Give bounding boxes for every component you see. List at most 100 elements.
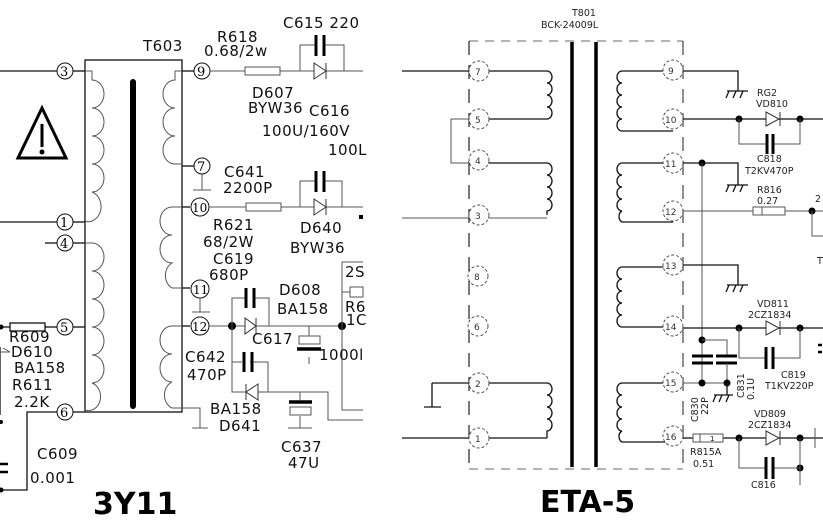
d610-label: D610 — [11, 343, 53, 361]
c830-capacitor — [692, 354, 713, 365]
r621-value: 68/2W — [203, 233, 254, 251]
t801-coil — [616, 162, 673, 223]
wire — [683, 363, 728, 384]
junction-dot — [0, 487, 4, 493]
c830-label: C830 — [690, 397, 701, 422]
svg-text:10: 10 — [192, 201, 207, 215]
c831-label: C831 — [736, 373, 747, 398]
t801-coil — [616, 382, 673, 443]
c816-label-cut: C816 — [751, 480, 776, 491]
c642-value: 470P — [187, 366, 227, 384]
c641-capacitor — [314, 171, 326, 192]
pin-11: 11 — [662, 152, 684, 174]
svg-text:6: 6 — [474, 323, 480, 333]
vd811-label: VD811 — [757, 299, 789, 310]
d608-label: D608 — [279, 281, 321, 299]
c609-value: 0.001 — [30, 469, 75, 487]
wire — [0, 411, 57, 491]
r611-label: R611 — [12, 376, 53, 394]
r618-label: R618 — [217, 28, 258, 46]
ground-symbol — [182, 407, 208, 429]
d640-diode — [313, 198, 327, 216]
c818-wire — [738, 119, 801, 145]
t801-primary-pins: 7 5 4 3 8 6 2 1 — [402, 60, 553, 449]
pin-12: 12 — [662, 200, 684, 222]
svg-text:14: 14 — [665, 323, 677, 333]
pin-14: 14 — [662, 315, 684, 337]
wire — [424, 382, 547, 408]
r621-label: R621 — [213, 216, 254, 234]
d610-value: BA158 — [14, 359, 66, 377]
t801-coil — [546, 382, 553, 438]
ground-icon — [725, 184, 748, 193]
svg-text:5: 5 — [475, 116, 481, 126]
pin-4: 4 — [468, 149, 490, 171]
r815a-label: R815A — [690, 447, 722, 458]
warning-triangle-icon — [15, 104, 69, 160]
svg-text:6: 6 — [60, 406, 68, 421]
cut-label-10: 1C — [346, 311, 367, 329]
c818-value: T2KV470P — [744, 166, 794, 177]
d641-diode — [245, 383, 259, 401]
junction-dot — [698, 379, 706, 387]
c619-value: 680P — [209, 266, 249, 284]
pin-15: 15 — [662, 371, 684, 393]
c615-label: C615 220 — [283, 14, 360, 32]
d608-value: BA158 — [277, 300, 329, 318]
c819-wire — [738, 328, 801, 359]
svg-text:3: 3 — [475, 212, 481, 222]
c642-label: C642 — [185, 348, 226, 366]
c619-label: C619 — [213, 250, 254, 268]
ground-rg2-icon — [725, 90, 748, 99]
c616-value-cut: 100L — [328, 141, 367, 159]
pin-9: 9 — [662, 59, 684, 81]
wire — [258, 391, 363, 421]
wire — [341, 261, 363, 326]
svg-text:8: 8 — [474, 273, 480, 283]
vd810-diode — [765, 111, 781, 127]
t603-secondary-coil-3 — [159, 325, 182, 409]
cut-capacitor-fragment — [818, 343, 822, 354]
vd809-value: 2CZ1834 — [748, 420, 791, 431]
svg-text:11: 11 — [193, 283, 208, 297]
pin-16: 16 — [662, 425, 684, 447]
pin-10: 10 — [190, 197, 210, 217]
t801-coil — [616, 266, 673, 328]
ground-symbol — [192, 298, 210, 313]
wire — [683, 264, 739, 285]
d641-label: D641 — [219, 417, 261, 435]
panel-eta5: T801 BCK-24009L 7 5 4 3 8 6 2 — [402, 8, 823, 520]
t801-part-number: BCK-24009L — [541, 20, 599, 31]
t801-label: T801 — [571, 8, 596, 19]
pin-3: 3 — [468, 204, 490, 226]
pin-12: 12 — [190, 316, 210, 336]
ground-icon — [712, 383, 733, 403]
c616-value: 100U/160V — [262, 122, 350, 140]
t603-primary-coil-2 — [84, 242, 105, 412]
svg-text:11: 11 — [665, 160, 676, 170]
r816-resistor — [752, 206, 786, 216]
c819-value: T1KV220P — [764, 381, 814, 392]
c819-capacitor — [764, 347, 775, 369]
svg-text:12: 12 — [665, 208, 676, 218]
pin-5: 5 — [468, 108, 490, 130]
c830-value: 22P — [700, 397, 711, 415]
pin-2: 2 — [468, 372, 490, 394]
c641-value: 2200P — [223, 179, 273, 197]
pin-10: 10 — [662, 108, 684, 130]
junction-dot — [0, 324, 4, 330]
pin-4: 4 — [56, 234, 74, 252]
cut-label-2s: 2S — [345, 263, 365, 281]
t603-frame — [84, 59, 183, 413]
svg-text:9: 9 — [668, 67, 674, 77]
pin-7: 7 — [468, 60, 490, 82]
c619-capacitor — [244, 288, 256, 308]
c816-wire — [738, 438, 801, 485]
svg-text:1: 1 — [475, 435, 481, 445]
wire — [683, 162, 739, 185]
svg-text:7: 7 — [475, 68, 481, 78]
svg-text:9: 9 — [197, 65, 205, 80]
c819-label: C819 — [781, 370, 806, 381]
r815a-mark-label: 1 — [710, 435, 714, 443]
c637-wire — [288, 392, 312, 429]
